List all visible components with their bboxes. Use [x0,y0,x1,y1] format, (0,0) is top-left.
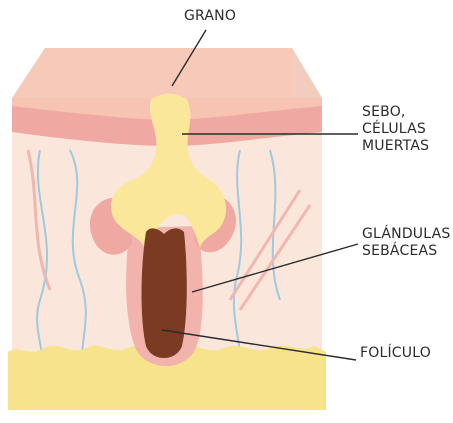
label-foliculo: FOLÍCULO [360,345,431,362]
label-glandulas-line-1: GLÁNDULAS [362,226,450,243]
label-glandulas-sebaceas: GLÁNDULAS SEBÁCEAS [362,226,450,260]
label-grano: GRANO [184,8,236,25]
label-sebo-celulas-muertas: SEBO, CÉLULAS MUERTAS [362,104,429,155]
label-sebo-line-2: CÉLULAS [362,121,429,138]
label-sebo-line-1: SEBO, [362,104,429,121]
label-sebo-line-3: MUERTAS [362,138,429,155]
label-glandulas-line-2: SEBÁCEAS [362,243,450,260]
follicle-interior [142,228,187,358]
